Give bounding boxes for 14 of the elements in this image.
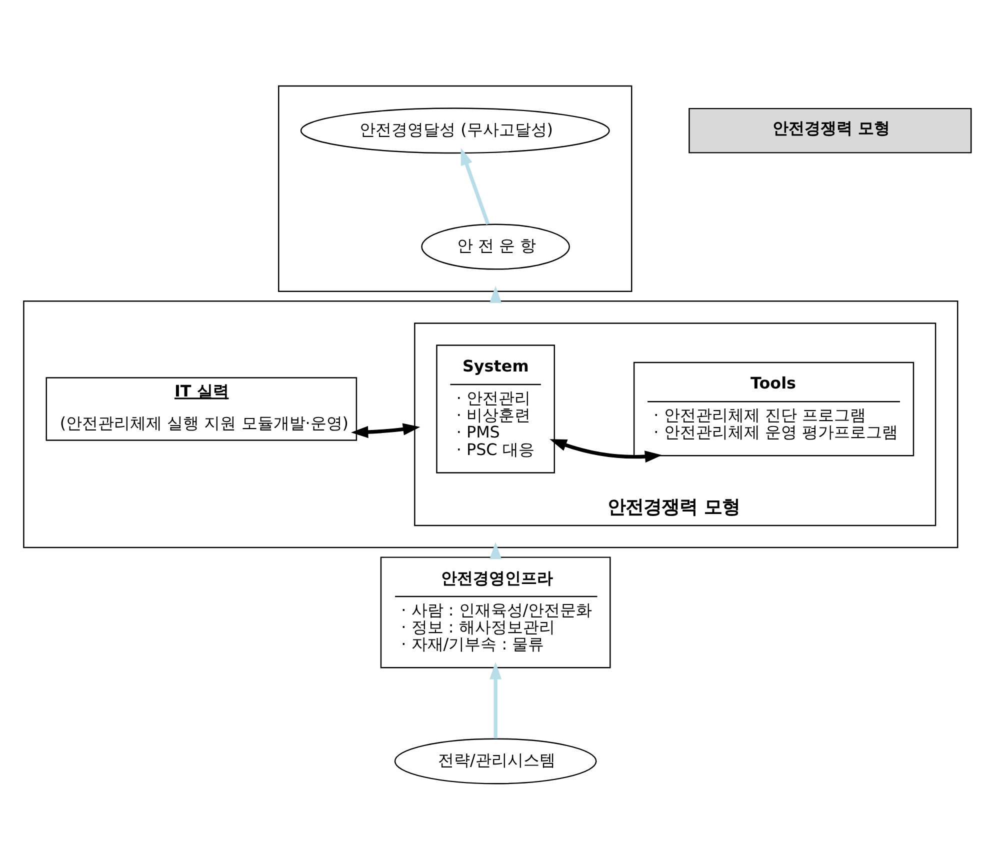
node-box: System · 안전관리 · 비상훈련 · PMS · PSC 대응 bbox=[436, 344, 554, 473]
arrow bbox=[549, 438, 662, 462]
cluster bbox=[22, 300, 958, 548]
cluster bbox=[278, 84, 632, 292]
node-box: IT 실력 (안전관리체제 실행 지원 모듈개발·운영) bbox=[45, 376, 357, 440]
arrow bbox=[350, 422, 420, 438]
node-ellipse: 전략/관리시스템 bbox=[394, 738, 596, 784]
arrow bbox=[489, 541, 502, 559]
node-box: Tools · 안전관리체제 진단 프로그램 · 안전관리체제 운영 평가프로그램 bbox=[632, 361, 914, 456]
node-box: 안전경쟁력 모형 bbox=[688, 107, 972, 153]
arrow bbox=[489, 662, 502, 738]
arrow bbox=[460, 147, 490, 224]
node-ellipse: 안전경영달성 (무사고달성) bbox=[300, 107, 610, 154]
node-ellipse: 안 전 운 항 bbox=[420, 223, 570, 270]
